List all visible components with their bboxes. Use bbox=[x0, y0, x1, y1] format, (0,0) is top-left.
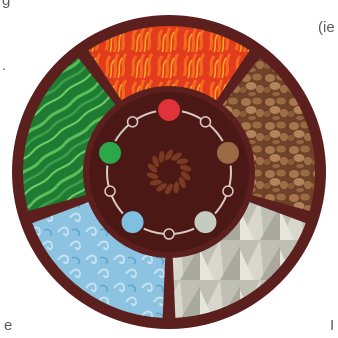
node-wood bbox=[98, 141, 122, 165]
cycle-arrow-icon bbox=[164, 229, 174, 239]
cycle-arrow-icon bbox=[223, 186, 233, 196]
node-fire bbox=[157, 98, 181, 122]
cycle-arrow-icon bbox=[200, 117, 210, 127]
cycle-arrow-icon bbox=[128, 117, 138, 127]
cycle-arrow-icon bbox=[105, 186, 115, 196]
node-water bbox=[121, 210, 145, 234]
node-earth bbox=[216, 141, 240, 165]
node-metal bbox=[193, 210, 217, 234]
